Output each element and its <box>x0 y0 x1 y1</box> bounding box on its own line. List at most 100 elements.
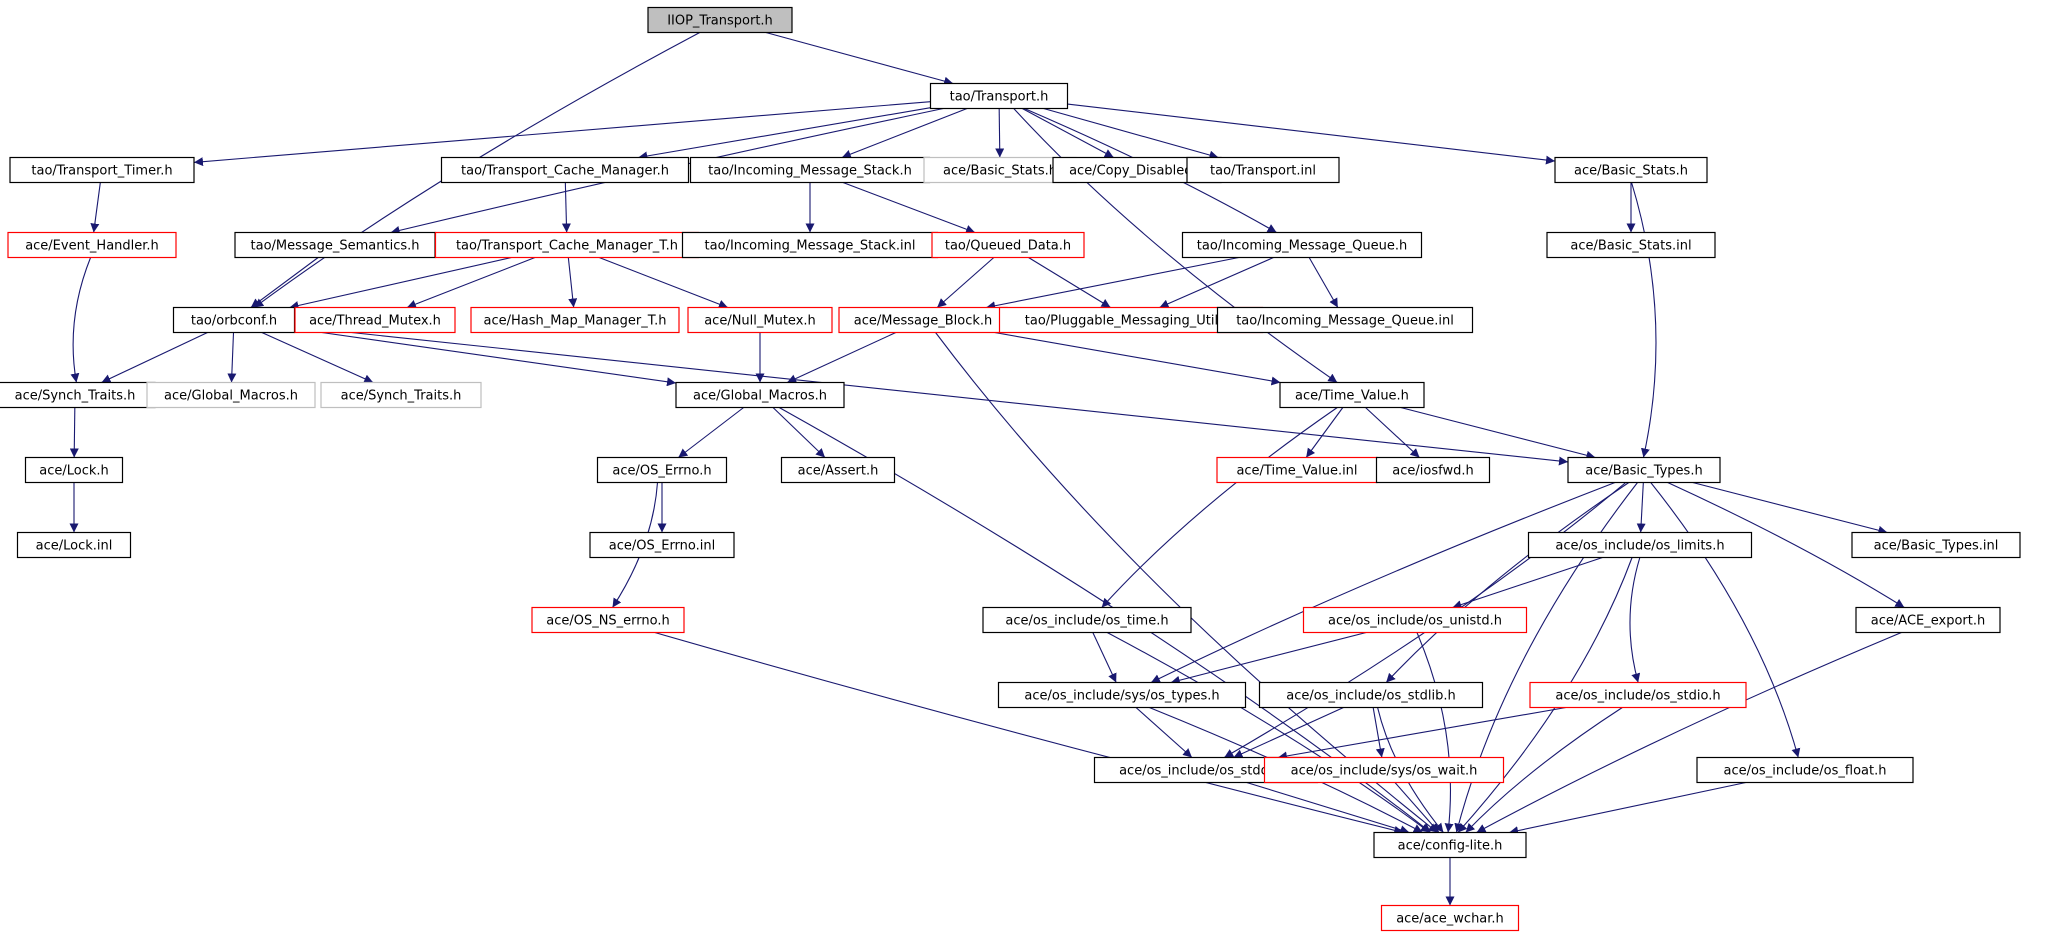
node-tao-ims-inl[interactable]: tao/Incoming_Message_Stack.inl <box>681 231 939 259</box>
node-box <box>531 606 685 634</box>
node-box <box>0 381 156 409</box>
node-tao-tcm[interactable]: tao/Transport_Cache_Manager.h <box>440 156 690 184</box>
node-tao-transport-inl[interactable]: tao/Transport.inl <box>1186 156 1340 184</box>
node-ace-null-mutex[interactable]: ace/Null_Mutex.h <box>687 306 833 334</box>
node-box <box>1373 831 1527 859</box>
node-label: ace/os_include/os_float.h <box>1723 764 1886 779</box>
node-ace-os-errno-inl[interactable]: ace/OS_Errno.inl <box>589 531 735 559</box>
node-ace-config-lite[interactable]: ace/config-lite.h <box>1373 831 1527 859</box>
edge-ace-os-stdlib-to-ace-sys-os-wait <box>1372 707 1385 758</box>
node-ace-global-macros[interactable]: ace/Global_Macros.h <box>675 381 845 409</box>
node-tao-tcm-t[interactable]: tao/Transport_Cache_Manager_T.h <box>434 231 700 259</box>
node-tao-ims[interactable]: tao/Incoming_Message_Stack.h <box>689 156 931 184</box>
node-ace-basic-stats-gray[interactable]: ace/Basic_Stats.h <box>923 156 1077 184</box>
node-box <box>1554 156 1708 184</box>
node-box <box>687 306 833 334</box>
node-label: tao/Incoming_Message_Stack.h <box>708 164 912 179</box>
edge-tao-tcm-t-to-ace-null-mutex <box>598 256 729 309</box>
edge-tao-queued-data-to-tao-pmu <box>1028 257 1111 308</box>
node-tao-queued-data[interactable]: tao/Queued_Data.h <box>931 231 1085 259</box>
edge-ace-os-limits-to-ace-os-unistd <box>1452 556 1603 609</box>
node-box <box>16 531 132 559</box>
node-ace-basic-stats-inl[interactable]: ace/Basic_Stats.inl <box>1546 231 1716 259</box>
edge-ace-basic-types-to-ace-config-lite <box>1454 482 1638 833</box>
edge-tao-tcm-t-to-tao-orbconf <box>289 256 512 310</box>
edge-tao-orbconf-to-ace-synch-traits <box>101 332 208 383</box>
node-tao-msg-semantics[interactable]: tao/Message_Semantics.h <box>234 231 436 259</box>
node-ace-sys-os-types[interactable]: ace/os_include/sys/os_types.h <box>997 681 1247 709</box>
edge-tao-transport-to-ace-basic-stats-gray <box>995 108 1005 158</box>
edge-ace-sys-os-types-to-ace-os-stddef <box>1135 707 1193 758</box>
node-tao-orbconf[interactable]: tao/orbconf.h <box>172 306 296 334</box>
edge-ace-time-value-to-ace-time-value-inl <box>1305 407 1344 458</box>
node-ace-message-block[interactable]: ace/Message_Block.h <box>838 306 1008 334</box>
node-box <box>681 231 939 259</box>
node-label: ace/iosfwd.h <box>1392 464 1473 479</box>
edge-ace-basic-types-to-ace-basic-types-inl <box>1692 481 1888 535</box>
node-box <box>7 231 177 259</box>
node-box <box>589 531 735 559</box>
node-ace-iosfwd[interactable]: ace/iosfwd.h <box>1375 456 1491 484</box>
edge-ace-message-block-to-ace-global-macros <box>786 332 897 383</box>
node-ace-assert[interactable]: ace/Assert.h <box>780 456 896 484</box>
node-label: ace/os_include/os_stdio.h <box>1555 689 1720 704</box>
node-tao-imq[interactable]: tao/Incoming_Message_Queue.h <box>1181 231 1423 259</box>
node-label: tao/Pluggable_Messaging_Utils.h <box>1025 314 1237 329</box>
node-ace-basic-stats[interactable]: ace/Basic_Stats.h <box>1554 156 1708 184</box>
node-tao-transport-timer[interactable]: tao/Transport_Timer.h <box>9 156 195 184</box>
node-label: ace/os_include/sys/os_types.h <box>1024 689 1219 704</box>
edge-ace-os-time-to-ace-config-lite <box>1106 632 1431 833</box>
node-box <box>1527 531 1753 559</box>
node-ace-os-ns-errno[interactable]: ace/OS_NS_errno.h <box>531 606 685 634</box>
edge-tao-tcm-t-to-ace-hash-map <box>567 257 578 308</box>
node-label: ace/Basic_Types.h <box>1585 464 1702 479</box>
edge-tao-imq-to-ace-message-block <box>986 256 1239 311</box>
node-box <box>1375 456 1491 484</box>
node-iiop-transport: IIOP_Transport.h <box>647 6 793 34</box>
edge-tao-imq-to-tao-pmu <box>1159 256 1274 309</box>
node-label: ace/os_include/sys/os_wait.h <box>1291 764 1478 779</box>
node-label: ace/Time_Value.inl <box>1236 464 1357 479</box>
edge-tao-transport-to-ace-basic-stats <box>1067 103 1556 165</box>
file-nodes: IIOP_Transport.h tao/Transport.h tao/Trans… <box>0 6 2021 932</box>
edge-ace-os-unistd-to-ace-sys-os-types <box>1170 631 1367 685</box>
node-ace-thread-mutex[interactable]: ace/Thread_Mutex.h <box>294 306 456 334</box>
node-label: ace/Message_Block.h <box>854 314 993 329</box>
edge-ace-basic-types-to-ace-sys-os-types <box>1150 481 1616 683</box>
node-ace-ace-export[interactable]: ace/ACE_export.h <box>1855 606 2001 634</box>
node-ace-os-stdio[interactable]: ace/os_include/os_stdio.h <box>1529 681 1747 709</box>
edge-ace-synch-traits-to-ace-lock <box>69 407 79 458</box>
node-ace-os-limits[interactable]: ace/os_include/os_limits.h <box>1527 531 1753 559</box>
node-ace-basic-types-inl[interactable]: ace/Basic_Types.inl <box>1851 531 2021 559</box>
node-label: ace/Basic_Types.inl <box>1874 539 1999 554</box>
node-ace-event-handler[interactable]: ace/Event_Handler.h <box>7 231 177 259</box>
node-ace-lock[interactable]: ace/Lock.h <box>24 456 124 484</box>
node-ace-os-time[interactable]: ace/os_include/os_time.h <box>982 606 1192 634</box>
node-ace-time-value-inl[interactable]: ace/Time_Value.inl <box>1216 456 1378 484</box>
node-ace-os-errno[interactable]: ace/OS_Errno.h <box>596 456 728 484</box>
node-ace-synch-traits-gray[interactable]: ace/Synch_Traits.h <box>320 381 482 409</box>
node-ace-synch-traits[interactable]: ace/Synch_Traits.h <box>0 381 156 409</box>
edge-ace-os-time-to-ace-sys-os-types <box>1092 632 1117 683</box>
node-tao-transport[interactable]: tao/Transport.h <box>929 82 1069 110</box>
node-ace-os-stdlib[interactable]: ace/os_include/os_stdlib.h <box>1258 681 1484 709</box>
node-label: ace/Synch_Traits.h <box>341 389 462 404</box>
node-box <box>929 82 1069 110</box>
node-label: tao/Transport_Cache_Manager_T.h <box>456 239 678 254</box>
node-ace-time-value[interactable]: ace/Time_Value.h <box>1279 381 1425 409</box>
node-ace-hash-map[interactable]: ace/Hash_Map_Manager_T.h <box>470 306 680 334</box>
node-ace-os-float[interactable]: ace/os_include/os_float.h <box>1696 756 1914 784</box>
node-ace-lock-inl[interactable]: ace/Lock.inl <box>16 531 132 559</box>
node-ace-global-macros-gray[interactable]: ace/Global_Macros.h <box>146 381 316 409</box>
edge-ace-os-stdlib-to-ace-os-stddef <box>1233 706 1344 759</box>
edge-tao-tcm-to-tao-tcm-t <box>561 182 571 233</box>
node-ace-ace-wchar[interactable]: ace/ace_wchar.h <box>1380 904 1520 932</box>
node-ace-basic-types[interactable]: ace/Basic_Types.h <box>1567 456 1721 484</box>
node-tao-imq-inl[interactable]: tao/Incoming_Message_Queue.inl <box>1216 306 1474 334</box>
node-label: ace/Thread_Mutex.h <box>309 314 441 329</box>
node-ace-os-unistd[interactable]: ace/os_include/os_unistd.h <box>1302 606 1528 634</box>
node-box <box>440 156 690 184</box>
node-label: ace/Basic_Stats.h <box>943 164 1057 179</box>
node-ace-sys-os-wait[interactable]: ace/os_include/sys/os_wait.h <box>1263 756 1505 784</box>
edge-tao-tcm-t-to-ace-thread-mutex <box>406 256 536 309</box>
